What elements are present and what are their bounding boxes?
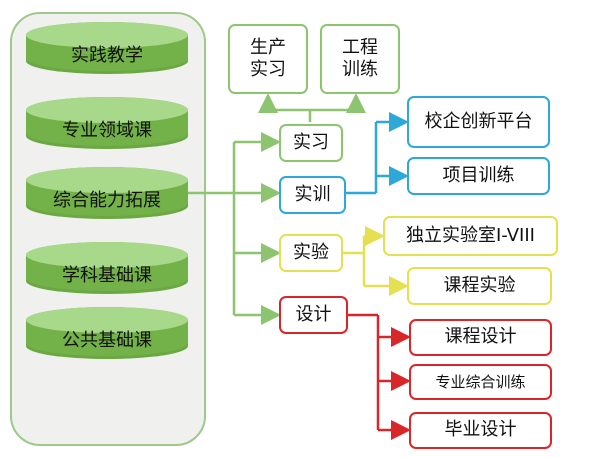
box-label: 生产实习: [250, 36, 286, 81]
box-course-experiment: 课程实验: [407, 267, 552, 305]
box-label: 课程设计: [444, 326, 517, 348]
box-label: 实训: [294, 183, 331, 205]
box-label: 实习: [293, 131, 329, 153]
box-label: 实验: [293, 241, 329, 263]
cylinder-practice-teaching: 实践教学: [26, 22, 188, 74]
box-internship: 实习: [279, 124, 343, 162]
course-stack-panel: [10, 12, 206, 446]
cylinder-label: 实践教学: [71, 45, 143, 66]
cylinder-label: 综合能力拓展: [53, 190, 161, 211]
cylinder-label: 专业领域课: [62, 120, 152, 141]
cylinder-professional-courses: 专业领域课: [26, 97, 188, 149]
box-label: 课程实验: [443, 274, 516, 296]
box-production-internship: 生产实习: [228, 24, 308, 94]
box-engineering-training: 工程训练: [320, 24, 400, 94]
cylinder-label: 学科基础课: [62, 265, 152, 286]
box-design: 设计: [279, 296, 348, 334]
box-label: 设计: [295, 303, 332, 325]
box-project-training: 项目训练: [407, 157, 550, 195]
cylinder-comprehensive-expansion: 综合能力拓展: [26, 167, 188, 219]
box-graduation-design: 毕业设计: [409, 412, 552, 449]
box-label: 毕业设计: [444, 419, 517, 441]
box-label: 项目训练: [442, 164, 515, 186]
box-course-design: 课程设计: [409, 319, 552, 356]
box-independent-lab: 独立实验室I-VIII: [383, 216, 558, 256]
cylinder-discipline-foundation: 学科基础课: [26, 242, 188, 294]
cylinder-label: 公共基础课: [62, 330, 152, 351]
box-practical-training: 实训: [279, 176, 346, 214]
box-label: 工程训练: [342, 36, 378, 81]
box-label: 校企创新平台: [424, 110, 533, 132]
cylinder-public-foundation: 公共基础课: [26, 307, 188, 359]
box-innovation-platform: 校企创新平台: [407, 96, 550, 148]
box-comprehensive-training: 专业综合训练: [409, 364, 552, 400]
box-label: 独立实验室I-VIII: [406, 224, 535, 246]
box-experiment: 实验: [279, 234, 343, 272]
box-label: 专业综合训练: [435, 372, 526, 391]
